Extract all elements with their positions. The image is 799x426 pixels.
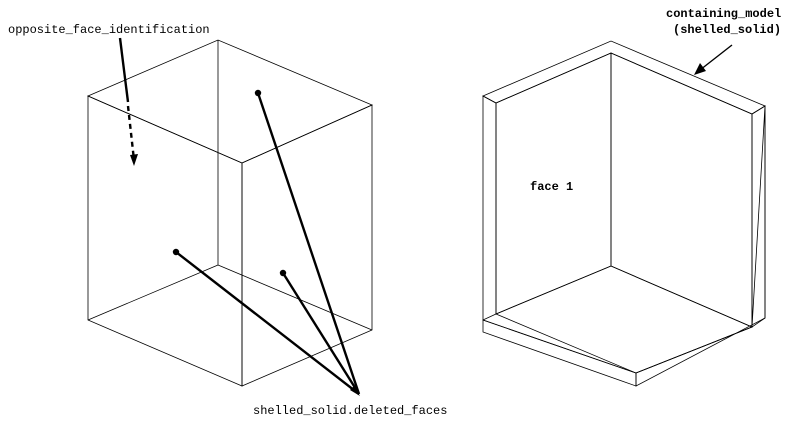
containing-model-leader xyxy=(694,44,733,75)
box-hidden-bottom-right-edge xyxy=(217,264,373,331)
shelled-solid xyxy=(482,40,766,387)
box-front-left-face xyxy=(87,95,243,387)
box-hidden-bottom-left-edge xyxy=(87,264,219,321)
box-top-face xyxy=(86,39,374,164)
opposite-face-leader xyxy=(118,37,138,166)
label-shelled-solid-deleted-faces: shelled_solid.deleted_faces xyxy=(253,404,447,418)
shell-outer-side xyxy=(635,105,766,387)
leader-dot-right-face xyxy=(279,269,287,277)
shell-inner-right-wall xyxy=(610,52,753,328)
solid-box xyxy=(86,39,374,387)
label-shelled-solid: (shelled_solid) xyxy=(673,23,781,37)
deleted-faces-leaders xyxy=(172,89,361,396)
shell-left-thickness xyxy=(482,95,497,321)
label-containing-model: containing_model xyxy=(666,7,781,21)
shell-floor xyxy=(494,265,754,374)
box-front-right-face xyxy=(241,104,373,387)
leader-dot-top-face xyxy=(254,89,262,97)
leader-dot-left-face xyxy=(172,248,180,256)
label-opposite-face-identification: opposite_face_identification xyxy=(8,23,210,37)
label-face-1: face 1 xyxy=(530,180,573,194)
shell-bottom-thickness xyxy=(482,319,637,387)
